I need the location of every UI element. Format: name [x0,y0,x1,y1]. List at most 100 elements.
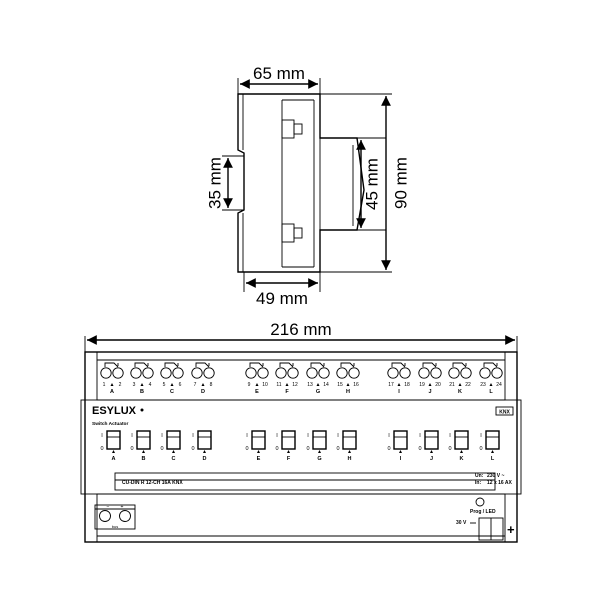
terminal-number: 24 [496,382,502,388]
terminal-number: 12 [292,382,298,388]
switch-toggle[interactable] [342,430,357,450]
switch-off-label: 0 [448,446,451,452]
channel-switch[interactable]: I0D [191,430,212,462]
switch-toggle[interactable] [136,430,151,450]
knx-logo: KNX [499,410,510,416]
terminal-channel-label: E [255,389,259,395]
terminal-strip-bottom [96,493,506,543]
terminal-channel-label: C [170,389,174,395]
model-label: CU-DIN R 12-CH 16A KNX [122,480,183,486]
switch-channel-label: C [172,456,176,462]
channel-switch[interactable]: I0J [418,430,439,462]
channel-switch[interactable]: I0K [448,430,469,462]
switch-off-label: 0 [245,446,248,452]
switch-toggle[interactable] [312,430,327,450]
terminal-screw [112,367,124,379]
rating-un-label: Un: [475,473,484,479]
terminal-channel-label: A [110,389,114,395]
bus-connector: − + bus [94,504,136,530]
switch-channel-label: A [112,456,116,462]
terminal-screw [245,367,257,379]
dim-top-label: 65 mm [253,64,305,83]
terminal-screw [203,367,215,379]
switch-on-label: I [276,433,278,439]
terminal-number: 4 [149,382,152,388]
channel-switch[interactable]: I0I [387,430,408,462]
terminal-screw [430,367,442,379]
switch-toggle[interactable] [485,430,500,450]
terminal-screw [287,367,299,379]
switch-off-label: 0 [306,446,309,452]
terminal-screw [306,367,318,379]
switch-channel-label: G [317,456,321,462]
switch-toggle[interactable] [106,430,121,450]
terminal-number: 16 [353,382,359,388]
terminal-screw [336,367,348,379]
terminal-number: 21 [449,382,455,388]
switch-on-label: I [161,433,163,439]
svg-text:−: − [107,504,110,510]
switch-toggle[interactable] [454,430,469,450]
terminal-number: 2 [119,382,122,388]
front-housing [84,351,518,543]
switch-toggle[interactable] [424,430,439,450]
rating-in-label: In: [475,480,481,486]
terminal-number: 7 [194,382,197,388]
channel-switch[interactable]: I0F [275,430,296,462]
terminal-number: 22 [465,382,471,388]
switch-toggle[interactable] [166,430,181,450]
channel-switch[interactable]: I0B [130,430,151,462]
terminal-number: 9 [248,382,251,388]
switch-on-label: I [192,433,194,439]
switch-channel-label: E [257,456,261,462]
switch-toggle[interactable] [197,430,212,450]
terminal-number: 8 [210,382,213,388]
terminal-number: 13 [307,382,313,388]
terminal-channel-label: B [140,389,144,395]
terminal-screw [387,367,399,379]
switch-on-label: I [131,433,133,439]
prog-label: Prog / LED [470,509,496,515]
switch-toggle[interactable] [281,430,296,450]
channel-switch[interactable]: I0E [245,430,266,462]
terminal-number: 20 [435,382,441,388]
channel-switch[interactable]: I0G [306,430,327,462]
terminal-channel-label: H [346,389,350,395]
terminal-screw [491,367,503,379]
switch-off-label: 0 [479,446,482,452]
dim-width-label: 216 mm [270,320,331,339]
switch-toggle[interactable] [393,430,408,450]
switch-toggle[interactable] [251,430,266,450]
channel-switch[interactable]: I0C [160,430,181,462]
switch-on-label: I [101,433,103,439]
switch-on-label: I [337,433,339,439]
terminal-channel-label: L [489,389,493,395]
switch-off-label: 0 [100,446,103,452]
terminal-channel-label: F [285,389,289,395]
switch-channel-label: F [287,456,291,462]
channel-switch[interactable]: I 0A [100,430,121,462]
switch-channel-label: J [430,456,433,462]
terminal-number: 19 [419,382,425,388]
terminal-screw [160,367,172,379]
terminal-number: 17 [388,382,394,388]
dim-left-label: 35 mm [205,157,224,209]
switch-channel-label: H [348,456,352,462]
device-subtitle: Switch Actuator [92,421,128,427]
terminal-number: 5 [163,382,166,388]
channel-switch[interactable]: I0H [336,430,357,462]
terminal-number: 18 [404,382,410,388]
terminal-screw [142,367,154,379]
terminal-channel-label: G [316,389,320,395]
channel-switch[interactable]: I0L [479,430,500,462]
terminal-screw [191,367,203,379]
terminal-screw [318,367,330,379]
svg-text:+: + [121,504,124,510]
